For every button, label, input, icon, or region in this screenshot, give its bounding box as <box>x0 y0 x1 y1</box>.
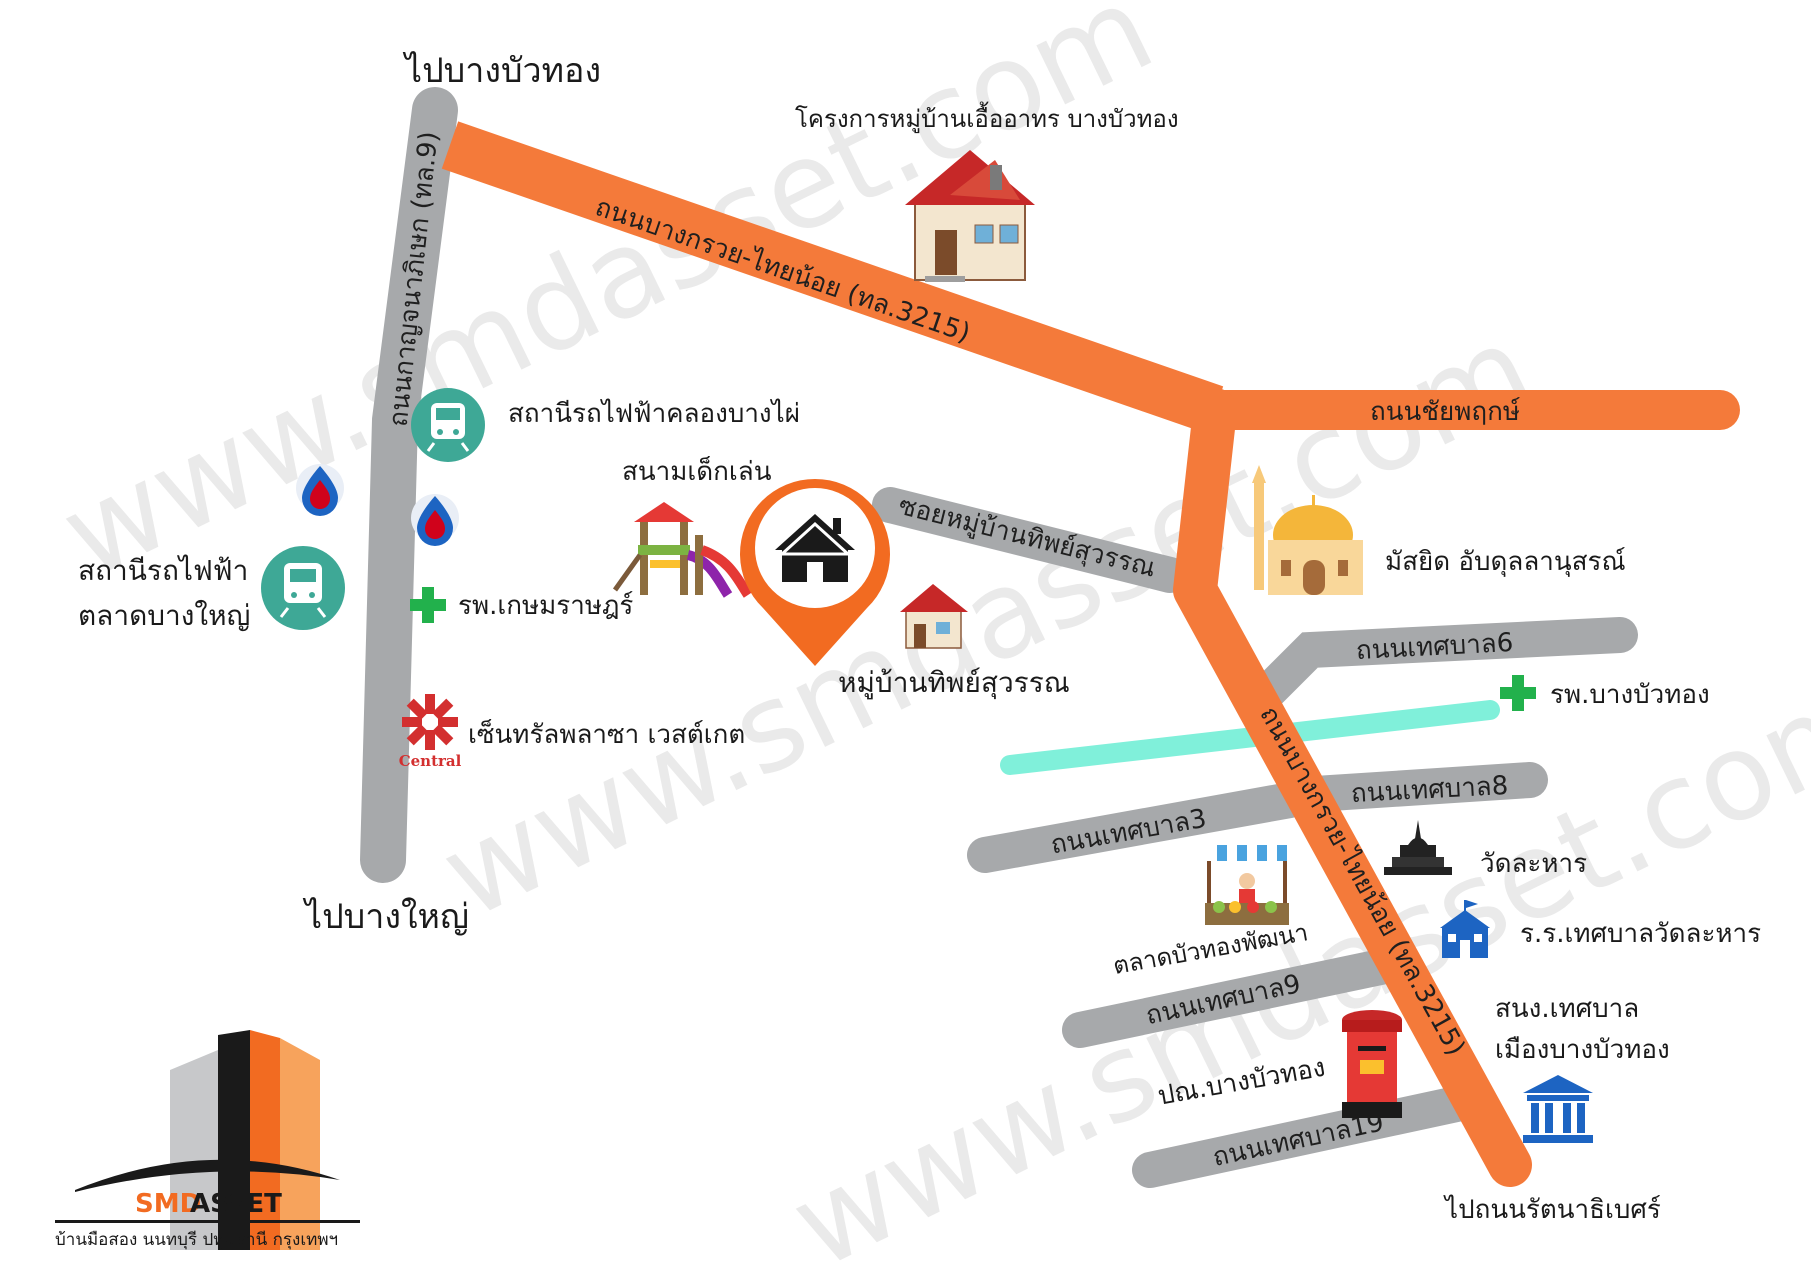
pagoda-icon <box>1384 820 1452 875</box>
label-thipsuwan-village: หมู่บ้านทิพย์สุวรรณ <box>838 666 1070 700</box>
house-icon <box>900 584 968 649</box>
main-roads <box>441 121 1740 1187</box>
canal <box>1000 700 1500 775</box>
brand-logo <box>75 1030 340 1250</box>
label-bbt-hospital: รพ.บางบัวทอง <box>1550 680 1710 710</box>
fuel-drop-icon <box>296 464 344 516</box>
label-station-market-line1: สถานีรถไฟฟ้า <box>78 554 248 587</box>
brand-tagline: บ้านมือสอง นนทบุรี ปทุมธานี กรุงเทพฯ <box>55 1230 338 1250</box>
market-icon <box>1205 845 1289 925</box>
house-icon <box>905 150 1035 282</box>
side-roads <box>360 87 1638 1188</box>
label-station-market-line2: ตลาดบางใหญ่ <box>78 599 250 632</box>
property-pin <box>740 478 890 666</box>
train-icon <box>411 388 485 462</box>
playground-icon <box>612 502 753 598</box>
road-thesaban9 <box>1062 947 1408 1048</box>
road-label-chaiyaphruek: ถนนชัยพฤกษ์ <box>1370 397 1521 427</box>
road-soi-thipsuwan <box>872 487 1188 593</box>
label-mosque: มัสยิด อับดุลลานุสรณ์ <box>1385 547 1626 577</box>
label-playground: สนามเด็กเล่น <box>622 455 772 487</box>
road-thesaban6 <box>1252 617 1638 708</box>
mailbox-icon <box>1342 1010 1402 1118</box>
label-kasemrad: รพ.เกษมราษฎร์ <box>458 591 633 621</box>
road-kanchanaphisek <box>360 87 458 883</box>
brand-name-smd: SMD <box>135 1189 201 1219</box>
road-bangkruai-north <box>441 121 1224 434</box>
government-icon <box>1523 1075 1593 1143</box>
road-thesaban19 <box>1132 1082 1493 1188</box>
road-bangkruai-south <box>1173 388 1532 1187</box>
train-icon <box>261 546 345 630</box>
brand-divider <box>55 1220 360 1223</box>
mosque-icon <box>1252 465 1363 595</box>
label-project: โครงการหมู่บ้านเอื้ออาทร บางบัวทอง <box>795 101 1179 134</box>
direction-southeast: ไปถนนรัตนาธิเบศร์ <box>1443 1194 1661 1225</box>
direction-north: ไปบางบัวทอง <box>402 51 601 91</box>
home-icon <box>775 514 855 582</box>
fuel-drop-icon <box>411 494 459 546</box>
road-thesaban8 <box>1282 762 1548 813</box>
plus-icon <box>1500 675 1536 711</box>
road-thesaban3 <box>967 782 1308 873</box>
label-school: ร.ร.เทศบาลวัดละหาร <box>1520 919 1761 949</box>
label-wat: วัดละหาร <box>1480 849 1587 879</box>
central-logo-icon: Central <box>399 694 462 770</box>
school-icon <box>1440 900 1490 958</box>
direction-south: ไปบางใหญ่ <box>302 897 469 937</box>
label-central: เซ็นทรัลพลาซา เวสต์เกต <box>468 718 745 750</box>
label-municipal-line1: สนง.เทศบาล <box>1495 994 1639 1024</box>
central-logo-text: Central <box>399 752 462 770</box>
label-station-klong: สถานีรถไฟฟ้าคลองบางไผ่ <box>508 398 800 429</box>
label-municipal-line2: เมืองบางบัวทอง <box>1495 1035 1670 1065</box>
plus-icon <box>410 587 446 623</box>
brand-name-asset: ASSET <box>190 1189 282 1219</box>
